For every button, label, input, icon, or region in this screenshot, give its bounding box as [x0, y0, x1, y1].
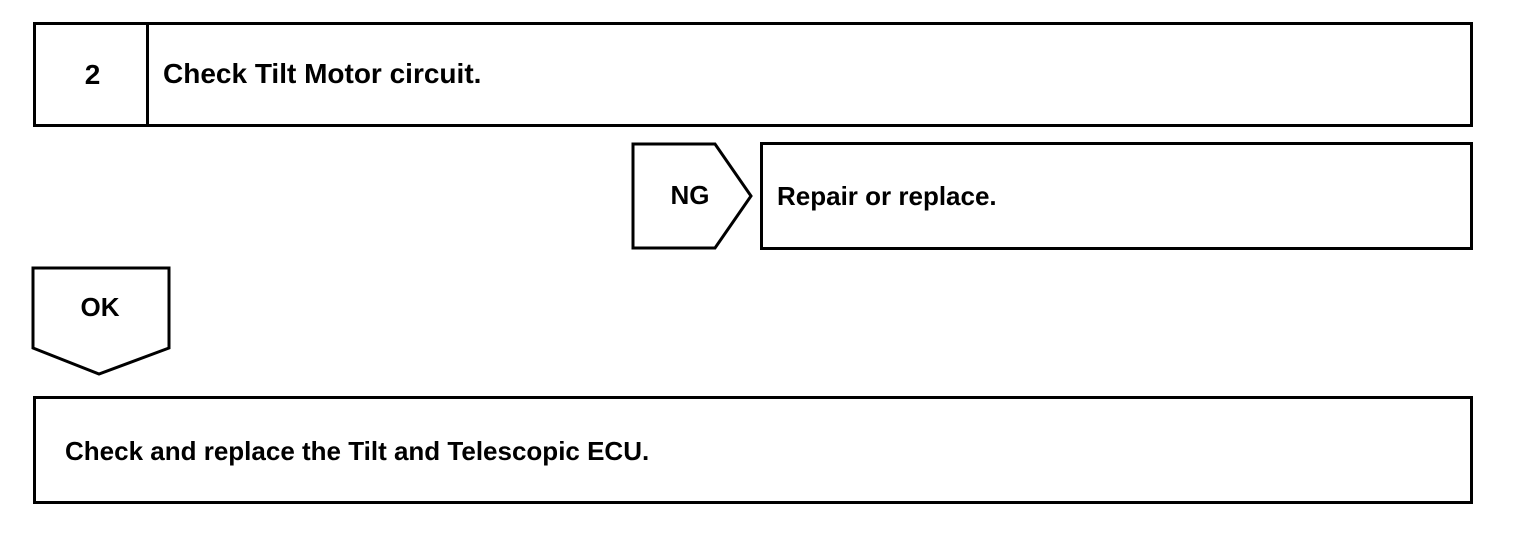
ok-action-text: Check and replace the Tilt and Telescopi…	[65, 436, 650, 466]
step-title: Check Tilt Motor circuit.	[163, 58, 482, 89]
ng-action-box: Repair or replace.	[760, 142, 1473, 250]
step-box: 2 Check Tilt Motor circuit.	[33, 22, 1473, 127]
step-number-cell: 2	[36, 25, 149, 124]
ng-label: NG	[670, 180, 710, 210]
ng-action-text: Repair or replace.	[777, 181, 997, 211]
ok-action-box: Check and replace the Tilt and Telescopi…	[33, 396, 1473, 504]
ng-arrow-outline	[631, 142, 753, 250]
ok-label: OK	[80, 292, 120, 322]
ok-arrow-shape	[31, 266, 171, 376]
ok-arrow-outline	[31, 266, 171, 376]
step-number: 2	[84, 59, 101, 90]
ng-arrow-shape	[631, 142, 753, 250]
